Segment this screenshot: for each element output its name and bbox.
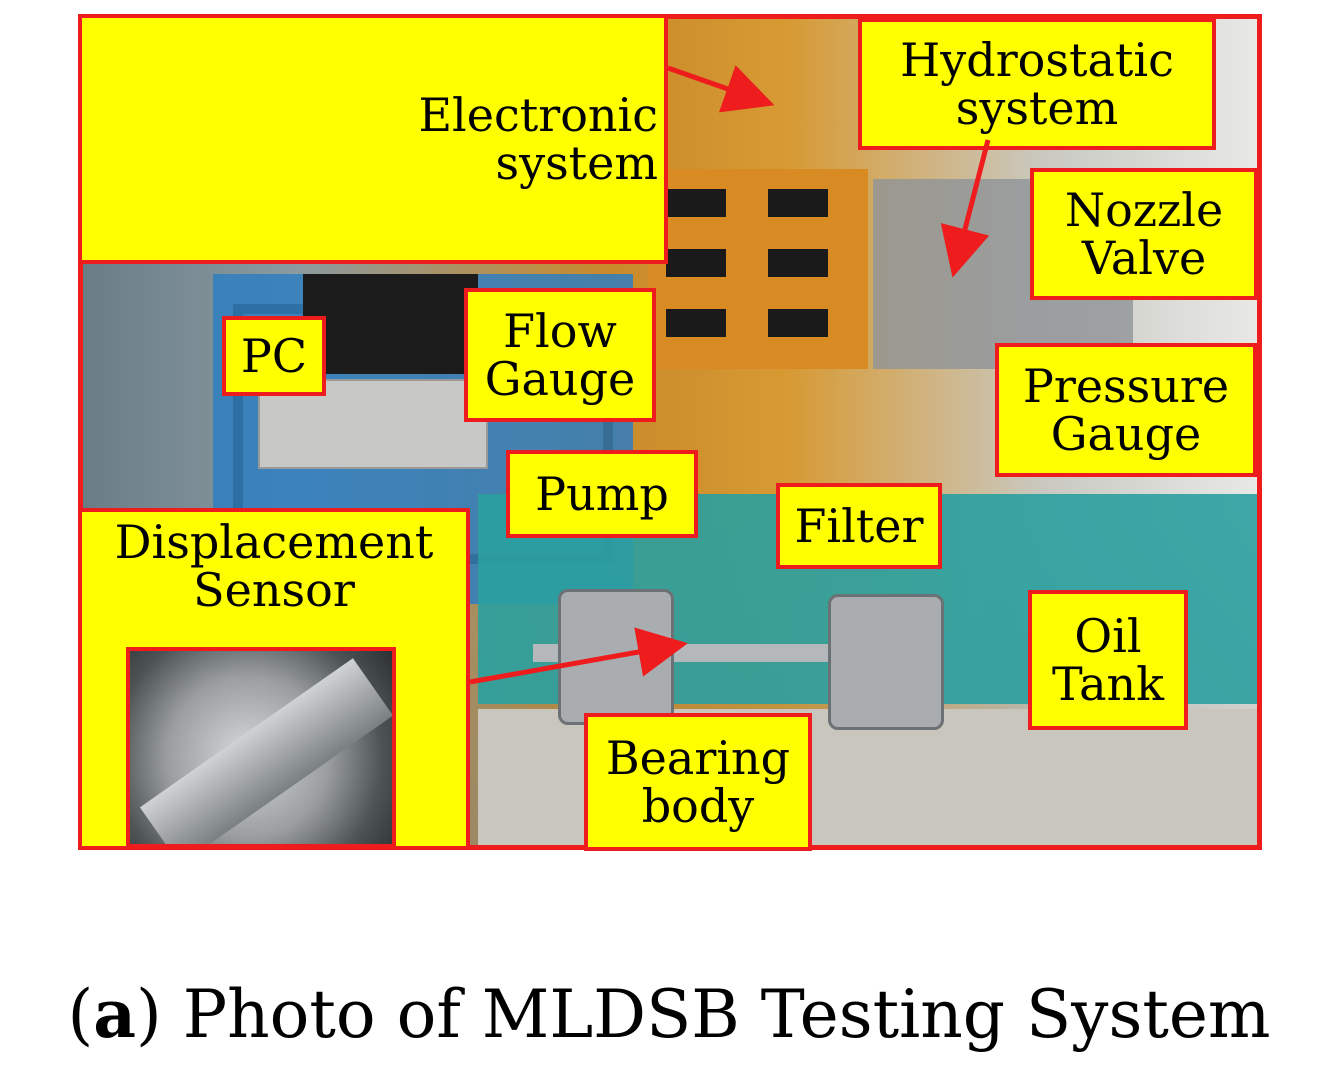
label-text: PC: [240, 328, 308, 383]
label-text: Filter: [794, 498, 924, 553]
caption-letter: a: [93, 975, 136, 1053]
gauge-panel: [648, 169, 868, 369]
label-nozzle-valve: Nozzle Valve: [1030, 168, 1258, 300]
gauge-display: [666, 309, 726, 337]
gauge-display: [666, 249, 726, 277]
figure-caption: (a) Photo of MLDSB Testing System: [0, 975, 1338, 1053]
pc-monitor: [303, 274, 478, 374]
label-text: Pressure: [1022, 358, 1230, 413]
bearing-housing-left: [558, 589, 674, 725]
label-oil-tank: Oil Tank: [1028, 590, 1188, 730]
label-text: Tank: [1051, 657, 1165, 711]
label-text: Sensor: [193, 563, 355, 618]
label-text: Oil: [1074, 608, 1142, 663]
label-text: Bearing: [605, 730, 791, 785]
caption-open: (: [67, 976, 94, 1053]
label-text: Flow: [503, 303, 617, 358]
label-text: body: [641, 779, 755, 833]
label-electronic-system: Electronic system: [78, 14, 668, 264]
label-pressure-gauge: Pressure Gauge: [995, 343, 1257, 477]
label-text: Valve: [1081, 231, 1207, 285]
label-filter: Filter: [776, 483, 942, 569]
label-text: Gauge: [1050, 407, 1202, 461]
caption-text: ) Photo of MLDSB Testing System: [136, 976, 1271, 1053]
label-text: Electronic: [418, 87, 658, 142]
displacement-sensor-photo: [126, 647, 396, 848]
label-flow-gauge: Flow Gauge: [464, 288, 656, 422]
label-text: Displacement: [114, 515, 434, 569]
label-text: Hydrostatic: [900, 32, 1174, 87]
label-text: Nozzle: [1064, 182, 1224, 237]
gauge-display: [666, 189, 726, 217]
label-hydrostatic-system: Hydrostatic system: [858, 18, 1216, 150]
label-pump: Pump: [506, 450, 698, 538]
gauge-display: [768, 309, 828, 337]
gauge-display: [768, 249, 828, 277]
label-bearing-body: Bearing body: [584, 713, 812, 851]
label-text: system: [495, 136, 658, 190]
bearing-housing-right: [828, 594, 944, 730]
label-text: system: [955, 81, 1119, 135]
gauge-display: [768, 189, 828, 217]
label-text: Pump: [535, 466, 669, 521]
label-text: Gauge: [484, 352, 636, 406]
label-pc: PC: [222, 316, 326, 396]
